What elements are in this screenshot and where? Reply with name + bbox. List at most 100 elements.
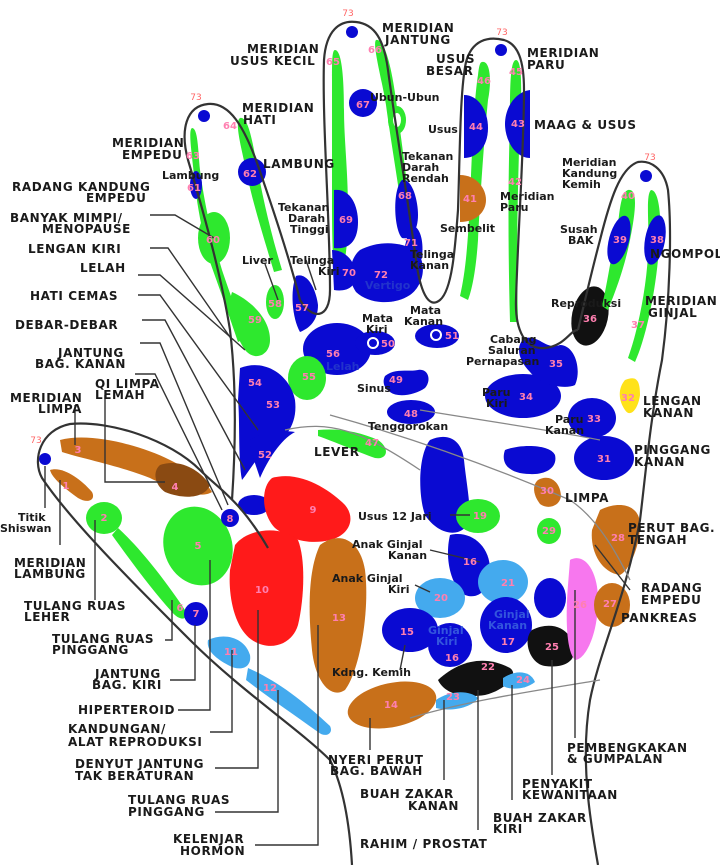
zone-number: 43	[511, 119, 525, 130]
zone-number: 64	[223, 121, 237, 132]
zone-17	[480, 597, 532, 653]
zone-22	[438, 660, 514, 697]
zone-52	[250, 431, 295, 478]
label-kdng-kemih: Kdng. Kemih	[332, 666, 411, 679]
zone-number: 61	[187, 183, 201, 194]
zone-number: 7	[193, 609, 200, 620]
zone-number: 66	[368, 45, 382, 56]
label-reproduksi: Reproduksi	[551, 297, 621, 310]
zone-number: 51	[445, 331, 459, 342]
zone-13	[309, 538, 367, 693]
zone-number: 46	[477, 76, 491, 87]
label-limpa: LIMPA	[565, 491, 609, 505]
zone-72	[350, 243, 423, 303]
zone-36	[571, 286, 609, 346]
zone-68	[395, 179, 418, 239]
label-pankreas: PANKREAS	[621, 611, 698, 625]
zone-41	[460, 175, 486, 222]
fingertip-marks: 73 73 73 73 73	[30, 9, 655, 446]
zone-number: 28	[611, 533, 625, 544]
guide-lines	[284, 409, 631, 719]
zone-62	[238, 158, 266, 186]
eye-ring-left	[367, 337, 379, 349]
zone-number: 60	[206, 235, 220, 246]
zone-number: 59	[248, 315, 262, 326]
zone-number: 49	[389, 375, 403, 386]
zone-24	[503, 672, 535, 689]
zone-34	[485, 374, 561, 418]
zone-30	[534, 477, 561, 507]
label-rahim-prostat: RAHIM / PROSTAT	[360, 837, 488, 851]
zone-10	[229, 530, 304, 646]
zone-number: 22	[481, 662, 495, 673]
tip-dot-little	[640, 170, 652, 182]
zone-number: 63	[186, 151, 200, 162]
zone-28	[591, 505, 640, 575]
tip-mark-thumb: 73	[30, 436, 41, 446]
zone-number: 57	[295, 303, 309, 314]
zone-number: 45	[509, 67, 523, 78]
zone-67	[349, 89, 377, 117]
zone-58	[266, 285, 284, 319]
label-vertigo: Vertigo	[365, 279, 411, 292]
zone-number: 2	[101, 513, 108, 524]
zone-number: 10	[255, 585, 269, 596]
zone-5	[163, 506, 233, 586]
zone-number: 67	[356, 100, 370, 111]
zone-number: 39	[613, 235, 627, 246]
zone-number: 24	[516, 675, 530, 686]
zone-12	[246, 668, 331, 735]
zone-number: 27	[603, 599, 617, 610]
zone-70	[332, 250, 356, 291]
label-tenggorokan: Tenggorokan	[368, 420, 448, 433]
label-maag-usus: MAAG & USUS	[534, 118, 637, 132]
zone-number: 26	[573, 600, 587, 611]
zone-blue-small	[534, 578, 566, 618]
zone-meridian-hati	[237, 117, 282, 273]
label-lengan-kiri: LENGAN KIRI	[28, 242, 121, 256]
zone-51	[415, 324, 459, 348]
label-usus: Usus	[428, 123, 458, 136]
label-ngompol: NGOMPOL	[650, 247, 720, 261]
zone-number: 1	[63, 481, 70, 492]
zone-8	[221, 509, 239, 527]
zone-8b	[238, 495, 270, 515]
zone-49	[383, 369, 429, 396]
zone-number: 30	[540, 486, 554, 497]
label-sinus: Sinus	[357, 382, 391, 395]
zone-55	[288, 356, 326, 400]
zone-69	[334, 189, 358, 249]
zone-32	[619, 378, 640, 414]
zone-1	[50, 469, 94, 501]
zone-7	[184, 602, 208, 626]
zone-number: 29	[542, 526, 556, 537]
zone-number: 14	[384, 700, 398, 711]
zone-number: 20	[434, 593, 448, 604]
tip-dot-ring	[495, 44, 507, 56]
zone-number: 8	[227, 514, 234, 525]
zone-blue-upper	[420, 436, 470, 533]
zone-number: 42	[508, 177, 522, 188]
zone-number: 19	[473, 511, 487, 522]
label-lambung-small: Lambung	[162, 169, 219, 182]
